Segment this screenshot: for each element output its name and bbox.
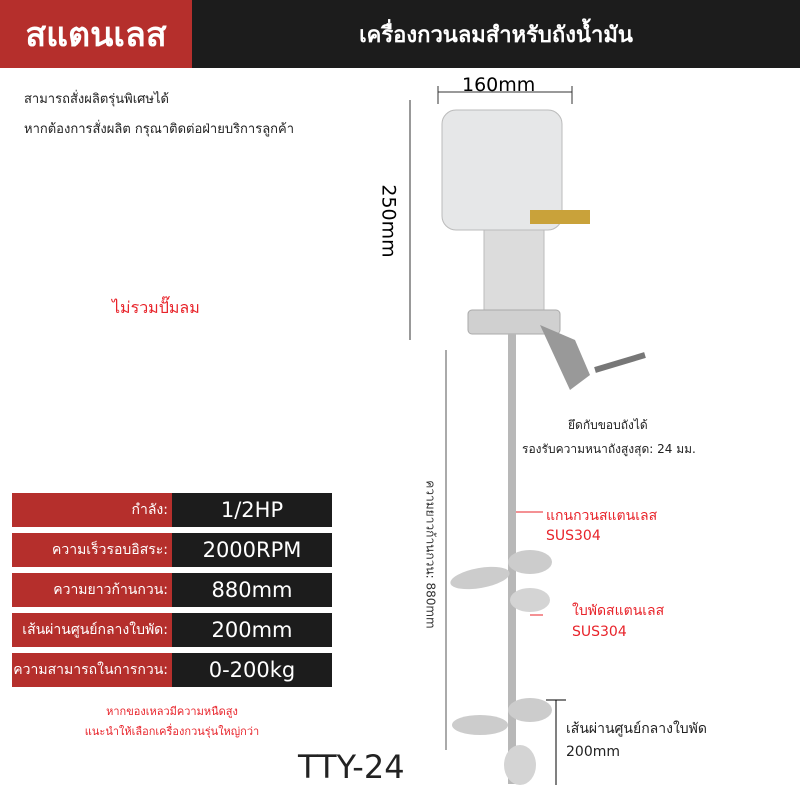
spec-row-speed: ความเร็วรอบอิสระ:2000RPM [12,533,332,567]
lower-blade [452,715,508,735]
spec-label: กำลัง: [12,493,172,527]
note-custom: สามารถสั่งผลิตรุ่นพิเศษได้ [24,92,169,107]
spec-label: ความเร็วรอบอิสระ: [12,533,172,567]
spec-label: เส้นผ่านศูนย์กลางใบพัด: [12,613,172,647]
lower-blade [508,698,552,722]
spec-row-capacity: ความสามารถในการกวน:0-200kg [12,653,332,687]
upper-blade [510,588,550,612]
note-no-pump: ไม่รวมปั๊มลม [112,298,200,317]
blade-diameter-value: 200mm [566,744,620,760]
spec-value: 0-200kg [172,653,332,687]
spec-row-shaft-length: ความยาวก้านกวน:880mm [12,573,332,607]
shaft-length-dimension: ความยาวก้านกวน: 880mm [423,480,438,629]
spec-label: ความสามารถในการกวน: [12,653,172,687]
upgrade-recommendation: แนะนำให้เลือกเครื่องกวนรุ่นใหญ่กว่า [84,725,260,738]
spec-value: 2000RPM [172,533,332,567]
spec-row-blade-diameter: เส้นผ่านศูนย์กลางใบพัด:200mm [12,613,332,647]
height-dimension: 250mm [377,184,400,258]
spec-label: ความยาวก้านกวน: [12,573,172,607]
blade-material-label: ใบพัดสแตนเลส [572,603,665,619]
shaft-material-label: แกนกวนสแตนเลส [546,508,658,524]
lower-blade [504,745,536,785]
viscosity-warning: หากของเหลวมีความหนืดสูง [106,705,238,718]
width-dimension: 160mm [462,74,536,96]
spec-row-power: กำลัง:1/2HP [12,493,332,527]
note-contact: หากต้องการสั่งผลิต กรุณาติดต่อฝ่ายบริการ… [24,122,295,137]
upper-blade [508,550,552,574]
motor-neck [483,229,545,321]
blade-diameter-label: เส้นผ่านศูนย์กลางใบพัด [566,721,707,737]
product-image [409,86,646,785]
upper-blade [450,566,510,590]
page-title: เครื่องกวนลมสำหรับถังน้ำมัน [192,0,800,68]
spec-value: 880mm [172,573,332,607]
spec-value: 200mm [172,613,332,647]
spec-value: 1/2HP [172,493,332,527]
clamp-handle [594,352,646,373]
badge-stainless: สแตนเลส [0,0,192,68]
air-inlet-valve [530,210,590,224]
tank-clamp [540,325,590,390]
clamp-note: ยึดกับขอบถังได้ [568,418,648,432]
shaft-material-code: SUS304 [546,528,601,544]
model-number: TTY-24 [298,748,405,786]
clamp-thickness-note: รองรับความหนาถังสูงสุด: 24 มม. [522,442,696,456]
blade-material-code: SUS304 [572,624,627,640]
